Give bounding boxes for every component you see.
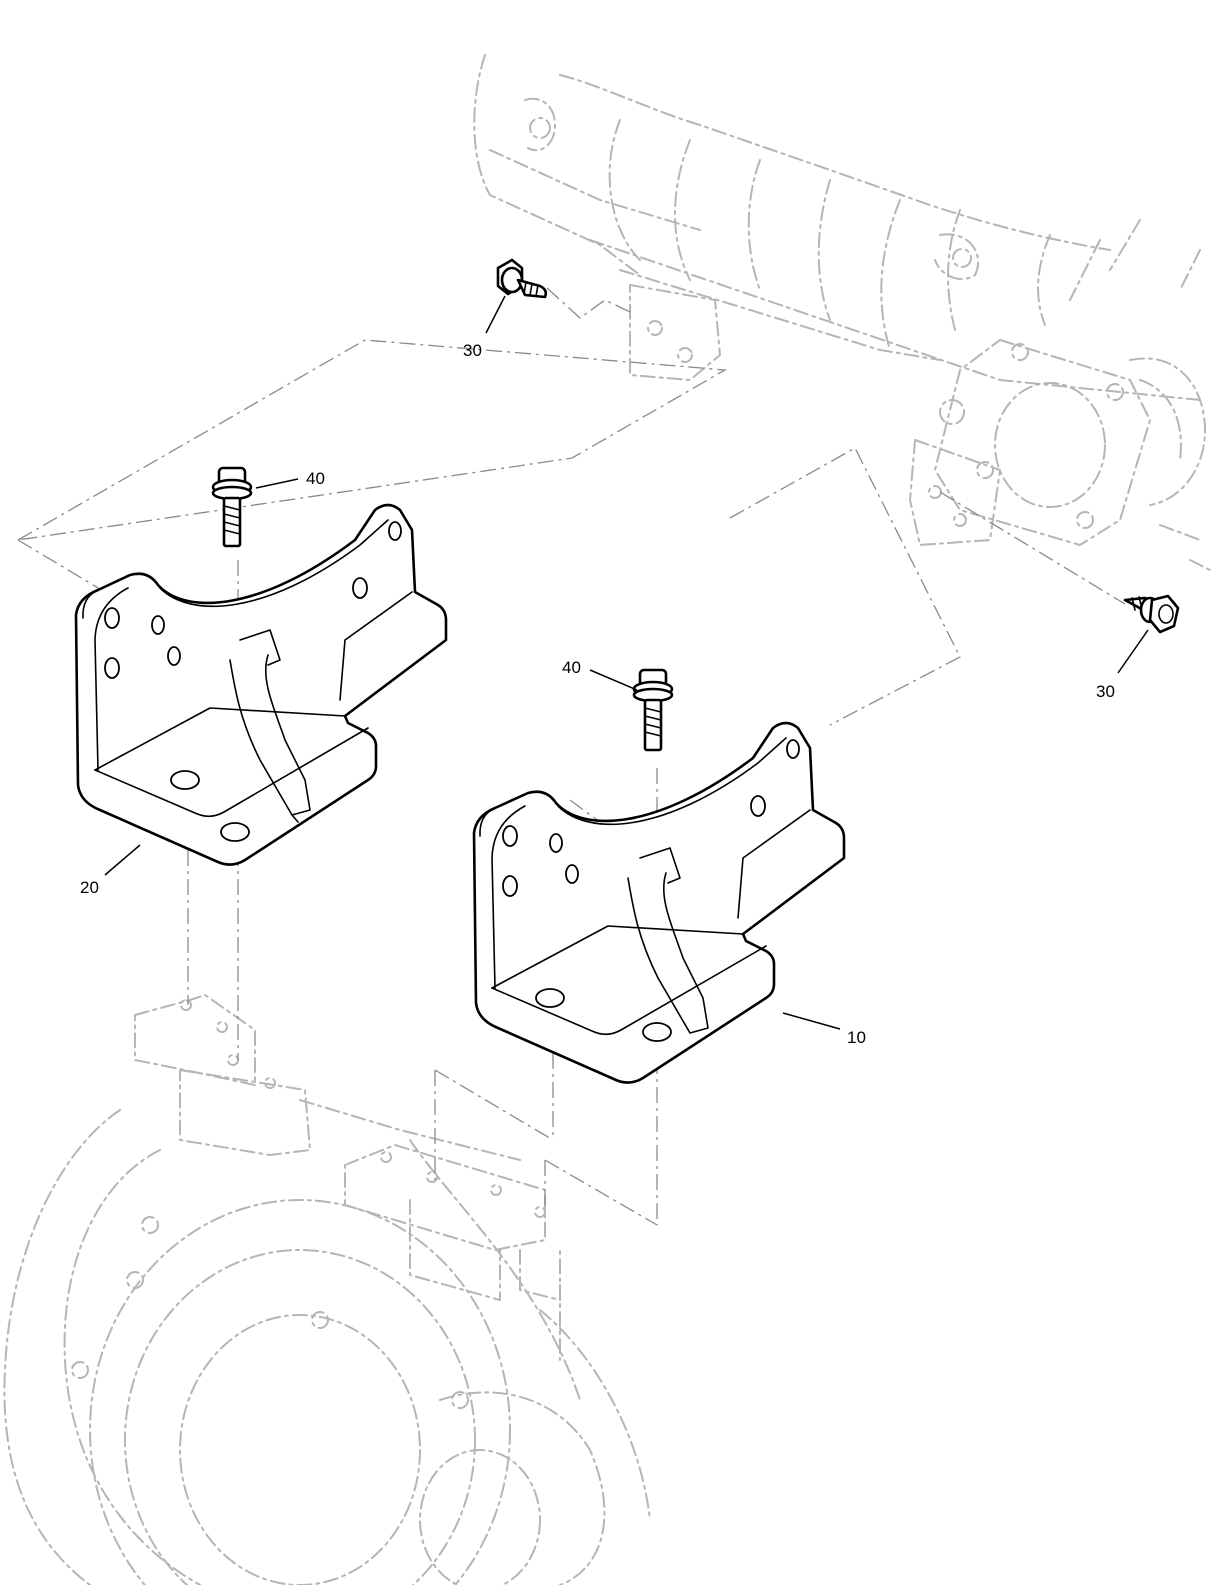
bracket-10 xyxy=(472,721,846,1084)
transmission-ghost xyxy=(3,994,651,1585)
callout-30-right: 30 xyxy=(1096,682,1115,701)
bracket-20 xyxy=(74,503,448,866)
callout-30-upper: 30 xyxy=(463,341,482,360)
bolt-40-left xyxy=(211,466,253,548)
bolt-40-right xyxy=(632,668,674,752)
engine-block-ghost xyxy=(473,54,1211,571)
bolt-30-right xyxy=(1123,594,1180,634)
callout-10: 10 xyxy=(847,1028,866,1047)
callout-20: 20 xyxy=(80,878,99,897)
callout-labels: 30 30 40 40 20 10 xyxy=(80,341,1115,1047)
callout-40-left: 40 xyxy=(306,469,325,488)
bolt-30-upper xyxy=(496,258,548,299)
callout-40-right: 40 xyxy=(562,658,581,677)
leader-lines xyxy=(104,295,1149,1030)
